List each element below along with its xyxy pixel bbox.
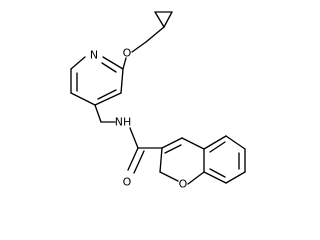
bond — [164, 144, 182, 154]
bond — [203, 171, 227, 184]
atom-labels: N O NH O O — [90, 47, 188, 191]
pyridine-nitrogen-label: N — [90, 49, 98, 62]
bond — [101, 62, 117, 73]
bond — [209, 141, 226, 153]
bond — [203, 135, 227, 150]
bond — [181, 137, 205, 150]
bond — [159, 147, 163, 173]
bond — [102, 56, 124, 70]
bond — [187, 171, 205, 185]
bond — [94, 92, 122, 106]
bond — [70, 92, 96, 106]
carbonyl-oxygen-label: O — [123, 176, 132, 189]
bond — [94, 104, 102, 123]
bond — [161, 137, 183, 149]
ether-oxygen-label: O — [123, 47, 132, 60]
bond — [163, 11, 173, 28]
bond — [127, 147, 139, 171]
bond — [225, 135, 246, 150]
bonds — [70, 11, 246, 185]
bond — [145, 26, 165, 43]
bond — [131, 41, 147, 53]
amide-nitrogen-label: NH — [115, 116, 132, 129]
bond — [133, 150, 145, 174]
bond — [154, 11, 165, 28]
bond — [159, 171, 179, 182]
bond — [225, 171, 246, 184]
chromene-oxygen-label: O — [179, 178, 188, 191]
bond — [129, 127, 139, 149]
bond — [97, 89, 117, 100]
bond — [70, 56, 86, 70]
bond — [120, 68, 124, 94]
molecule-structure: N O NH O O — [70, 11, 246, 191]
bond — [209, 168, 226, 178]
bond — [122, 57, 127, 70]
